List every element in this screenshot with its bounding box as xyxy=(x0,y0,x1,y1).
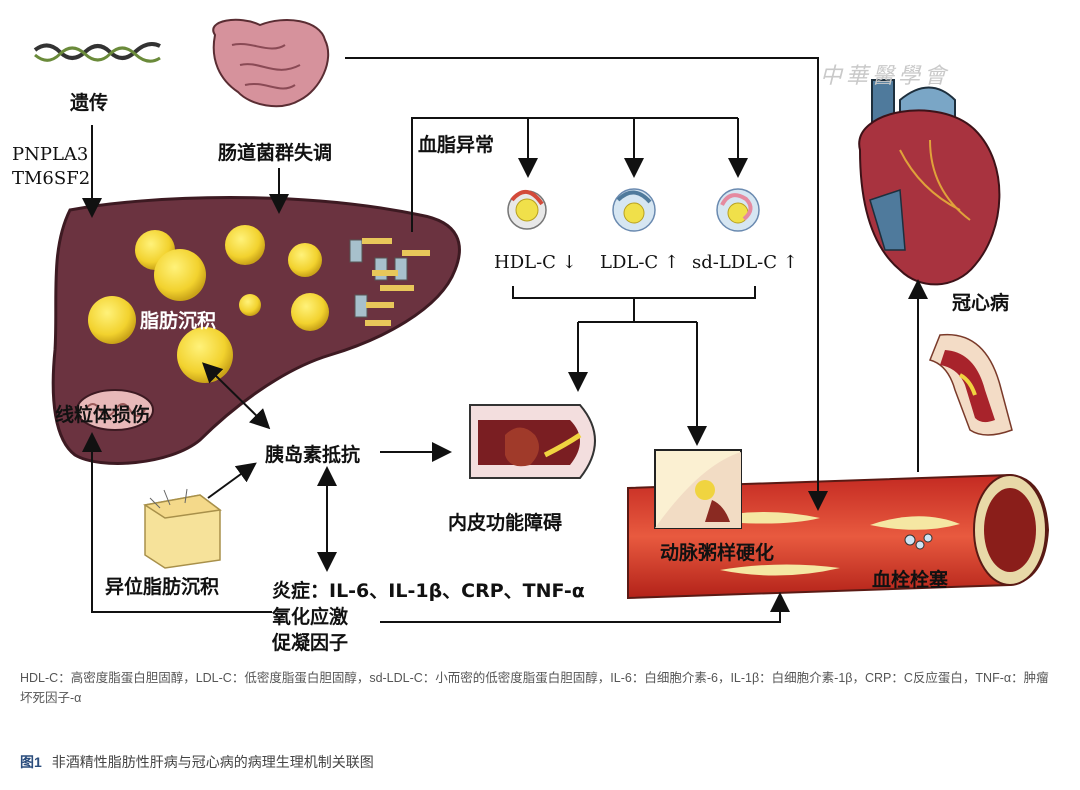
figure-number: 图1 xyxy=(20,754,42,770)
diagram-stage: 遗传 PNPLA3 TM6SF2 肠道菌群失调 脂肪沉积 线粒体损伤 胰岛素抵抗… xyxy=(12,18,1050,654)
fat-droplet xyxy=(225,225,265,265)
label-insulin-resistance: 胰岛素抵抗 xyxy=(265,444,361,466)
label-oxidative-stress: 氧化应激 xyxy=(272,606,349,628)
ldl-particle xyxy=(612,188,656,232)
label-coronary-heart-disease: 冠心病 xyxy=(952,292,1010,314)
label-gene-pnpla3: PNPLA3 xyxy=(12,144,89,165)
intestine-icon xyxy=(212,18,330,108)
pathophysiology-diagram xyxy=(33,18,1050,623)
label-dyslipidemia: 血脂异常 xyxy=(418,134,495,156)
figure-title: 非酒精性脂肪性肝病与冠心病的病理生理机制关联图 xyxy=(51,754,374,770)
figure-caption: 图1 非酒精性脂肪性肝病与冠心病的病理生理机制关联图 xyxy=(20,752,374,772)
label-inflammation: 炎症：IL-6、IL-1β、CRP、TNF-α xyxy=(272,580,585,602)
label-gut-dysbiosis: 肠道菌群失调 xyxy=(218,142,333,164)
watermark-logo: 中華醫學會 xyxy=(820,64,951,89)
heart-illustration xyxy=(858,79,1001,286)
label-fat-deposit: 脂肪沉积 xyxy=(140,310,217,332)
hdl-particle xyxy=(507,190,547,230)
label-sd-ldl: sd-LDL-C ↑ xyxy=(692,252,798,273)
label-procoagulant: 促凝因子 xyxy=(272,632,349,654)
liver xyxy=(51,196,461,465)
fat-droplet xyxy=(177,327,233,383)
fat-droplet xyxy=(239,294,261,316)
mitochondrion-icon xyxy=(76,389,154,431)
dna-icon xyxy=(33,42,161,63)
adipose-tissue-icon xyxy=(143,488,222,569)
label-mitochondrial-damage: 线粒体损伤 xyxy=(55,404,151,426)
lipoprotein-crystals xyxy=(349,238,430,326)
label-endothelial-dysfunction: 内皮功能障碍 xyxy=(448,512,563,534)
sd-ldl-particle xyxy=(716,188,760,232)
label-thrombosis: 血栓栓塞 xyxy=(872,569,949,591)
label-hdl: HDL-C ↓ xyxy=(494,252,577,273)
label-ectopic-fat: 异位脂肪沉积 xyxy=(105,576,220,598)
fat-droplet xyxy=(88,296,136,344)
endothelial-vessel-icon xyxy=(469,404,596,479)
plaque-inset xyxy=(654,449,742,529)
arrows xyxy=(82,57,928,623)
label-gene-tm6sf2: TM6SF2 xyxy=(12,168,91,189)
figure-footnote: HDL-C：高密度脂蛋白胆固醇，LDL-C：低密度脂蛋白胆固醇，sd-LDL-C… xyxy=(20,671,1049,705)
fat-droplet xyxy=(291,293,329,331)
label-genetics: 遗传 xyxy=(70,92,109,114)
fat-droplet xyxy=(154,249,206,301)
label-atherosclerosis: 动脉粥样硬化 xyxy=(660,542,775,564)
coronary-artery-icon xyxy=(928,333,1013,436)
label-ldl: LDL-C ↑ xyxy=(600,252,680,273)
fat-droplet xyxy=(288,243,322,277)
